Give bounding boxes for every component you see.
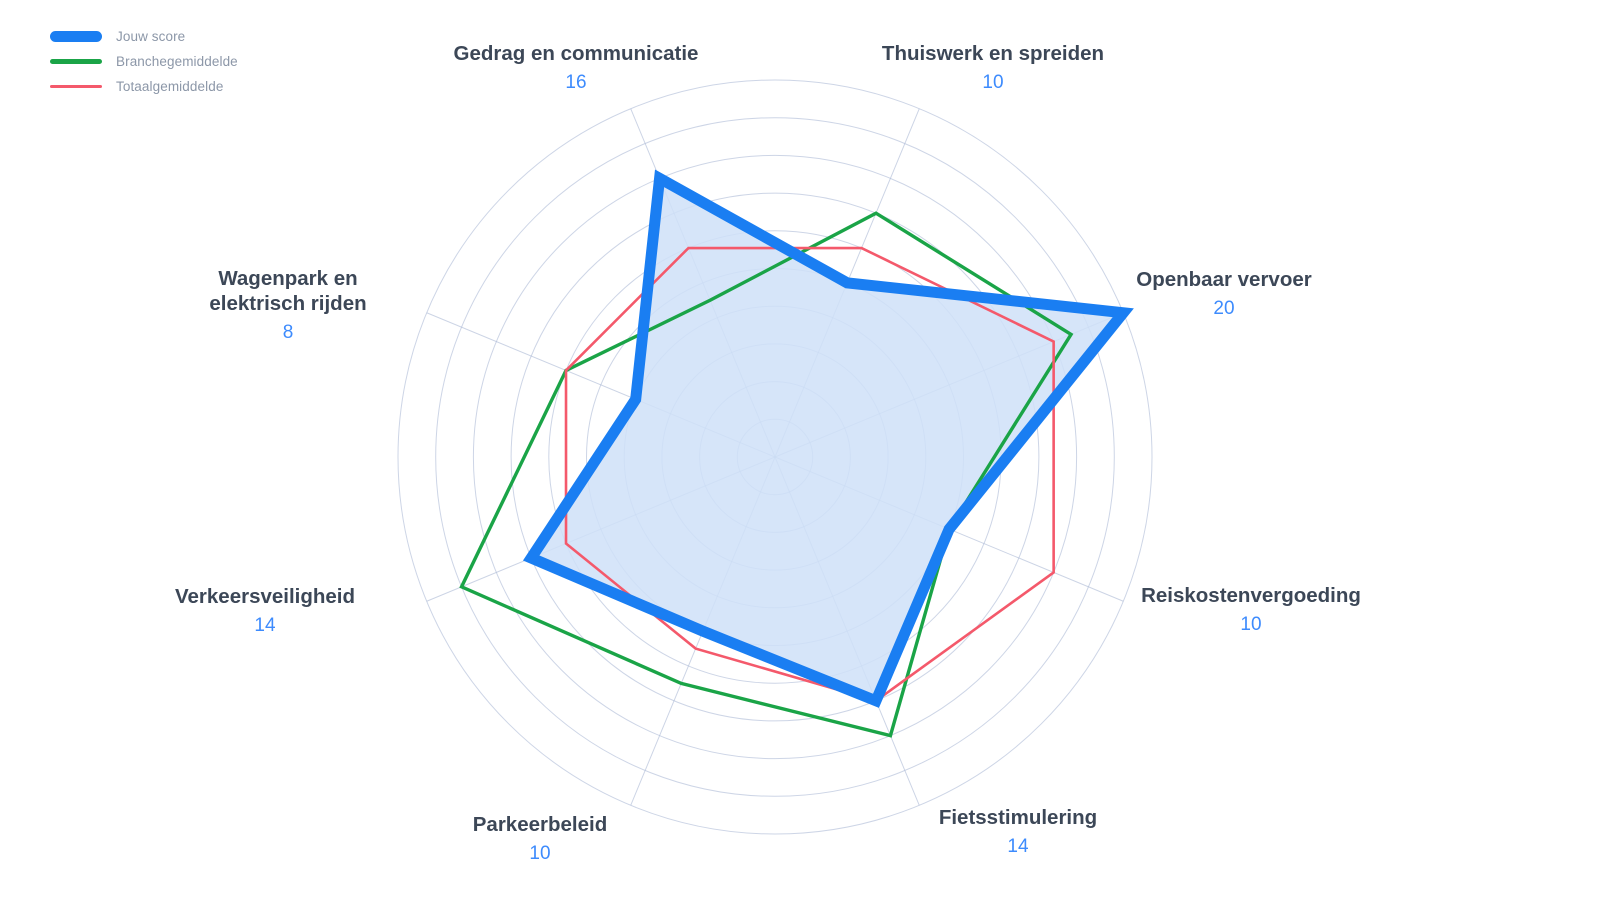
grid-ring [397,79,1153,835]
legend-swatch-icon [50,58,102,64]
legend-item[interactable]: Branchegemiddelde [50,53,238,69]
legend-item-label: Jouw score [116,28,186,44]
legend-item-label: Branchegemiddelde [116,53,238,69]
legend-item-label: Totaalgemiddelde [116,78,224,94]
series-line-jouw-score[interactable] [522,169,1134,708]
legend-swatch-icon [50,84,102,88]
legend-item[interactable]: Jouw score [50,28,238,44]
grid-ring [510,192,1040,722]
series-line-branchegemiddelde[interactable] [459,211,1074,738]
grid-ring [472,154,1078,760]
legend-item[interactable]: Totaalgemiddelde [50,78,238,94]
grid-ring [435,117,1115,797]
series-area-jouw-score [531,178,1124,701]
legend-swatch-icon [50,30,102,42]
